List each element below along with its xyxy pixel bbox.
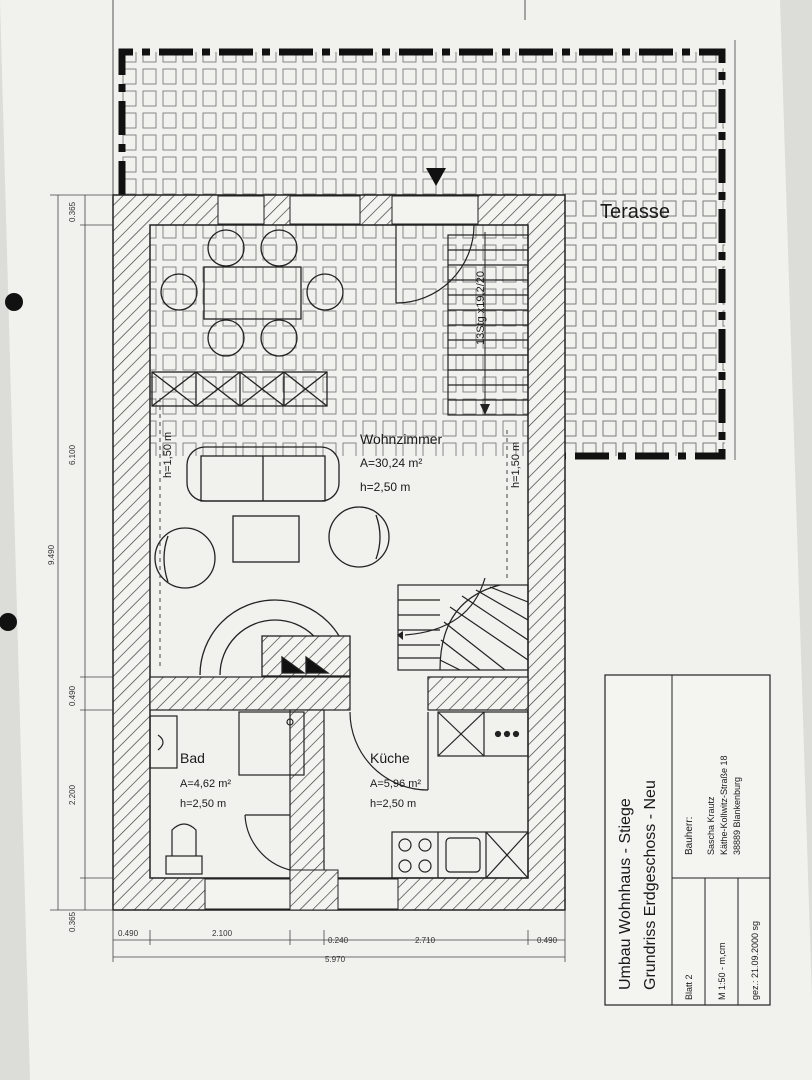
- entrance-door: [395, 224, 475, 304]
- bottom-dimension-segment: 0.240: [328, 936, 349, 945]
- straight-staircase: [447, 232, 529, 416]
- toilet-icon: [171, 823, 197, 856]
- left-dimension-chain: [50, 194, 113, 911]
- owner-name: Sascha Krautz: [706, 796, 716, 855]
- stove-burner-icon: [398, 859, 412, 873]
- stove-burner-icon: [418, 859, 432, 873]
- bottom-dimension-segment: 2.710: [415, 936, 436, 945]
- sofa: [186, 446, 340, 502]
- punch-hole: [5, 293, 23, 311]
- left-dimension-segment: 6.100: [68, 444, 77, 465]
- fireplace-flue-icon: [305, 655, 330, 674]
- drawn-date: gez.: 21.09.2000 sg: [750, 921, 760, 1000]
- bottom-dimension-segment: 0.490: [537, 936, 558, 945]
- title-block-subtitle: Grundriss Erdgeschoss - Neu: [642, 780, 659, 990]
- spiral-staircase: [397, 577, 529, 671]
- left-dimension-segment: 0.490: [68, 685, 77, 706]
- sink-icon: [445, 837, 481, 873]
- punch-hole: [0, 613, 17, 631]
- bath-name: Bad: [180, 750, 205, 766]
- bath-height: h=2,50 m: [180, 798, 226, 810]
- stove-burner-icon: [418, 838, 432, 852]
- armchair: [328, 506, 390, 568]
- owner-city: 38889 Blankenburg: [732, 777, 742, 855]
- kitchen-name: Küche: [370, 750, 410, 766]
- terrace-label: Terasse: [600, 201, 670, 223]
- living-room-name: Wohnzimmer: [360, 431, 443, 447]
- bottom-dimension-segment: 0.490: [118, 929, 139, 938]
- sheet-number: Blatt 2: [684, 974, 694, 1000]
- coffee-table: [232, 515, 300, 563]
- left-dimension-segment: 2.200: [68, 784, 77, 805]
- dining-set: [160, 229, 344, 357]
- left-dimension-segment: 0.365: [68, 911, 77, 932]
- entrance-arrow-icon: [426, 168, 446, 186]
- title-block: Umbau Wohnhaus - Stiege Grundriss Erdges…: [604, 674, 771, 1006]
- armchair: [154, 527, 216, 589]
- fireplace: [199, 599, 351, 677]
- terrace: Terasse: [118, 48, 726, 460]
- left-dimension-segment: 0.365: [68, 201, 77, 222]
- living-room-area: A=30,24 m²: [360, 456, 422, 470]
- interior-walls: [149, 676, 529, 911]
- owner-label: Bauherr:: [684, 817, 695, 855]
- bottom-dimension-segment: 2.100: [212, 929, 233, 938]
- kitchen-height: h=2,50 m: [370, 798, 416, 810]
- cabinet-row: [151, 371, 328, 407]
- kitchen-fixtures: [349, 711, 529, 879]
- living-room-height: h=2,50 m: [360, 480, 410, 494]
- stairs-label: 13Stg x19,2/20: [475, 271, 487, 345]
- owner-street: Käthe-Kollwitz-Straße 18: [719, 755, 729, 855]
- bath-fixtures: [149, 711, 305, 875]
- kitchen-area: A=5,96 m²: [370, 778, 421, 790]
- right-wall-height: h=1,50 m: [510, 442, 522, 488]
- left-wall-height: h=1,50 m: [162, 432, 174, 478]
- bottom-total-dimension: 5.970: [325, 955, 346, 964]
- fireplace-flue-icon: [281, 655, 306, 674]
- left-total-dimension: 9.490: [47, 544, 56, 565]
- stove-burner-icon: [398, 838, 412, 852]
- drawing-scale: M 1:50 - m,cm: [717, 942, 727, 1000]
- bath-area: A=4,62 m²: [180, 778, 231, 790]
- title-block-title: Umbau Wohnhaus - Stiege: [617, 798, 634, 990]
- bottom-dimension-chain: [112, 910, 566, 962]
